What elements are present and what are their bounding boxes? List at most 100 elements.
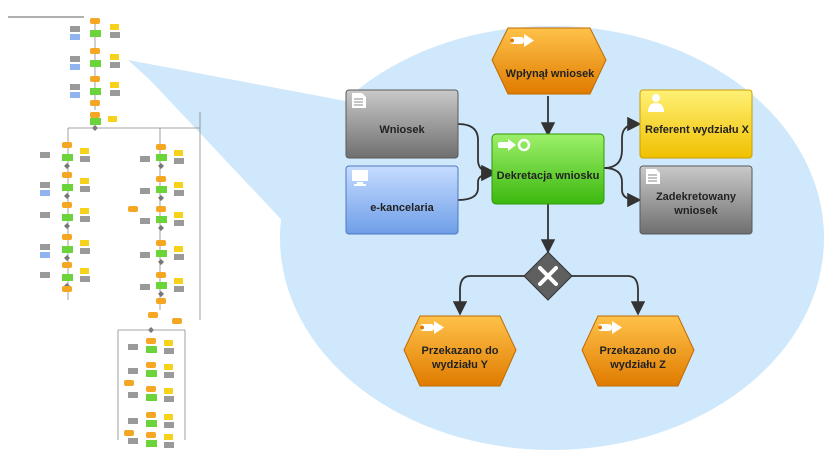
overview-document [174,286,184,292]
overview-document [128,392,138,398]
overview-event [156,206,166,212]
overview-function [90,88,101,95]
overview-event [146,386,156,392]
overview-event [128,206,138,212]
overview-function [146,394,157,401]
overview-function [90,118,101,125]
event-y-node[interactable] [403,315,517,387]
overview-function [146,440,157,447]
overview-role [164,414,173,420]
overview-event [62,202,72,208]
overview-gateway [64,193,70,199]
overview-system [40,252,50,258]
overview-document [80,276,90,282]
overview-document [40,182,50,188]
overview-document [70,56,80,62]
overview-role [174,150,183,156]
overview-gateway [158,225,164,231]
overview-function [62,214,73,221]
role-referent-node[interactable] [639,89,753,159]
overview-role [164,388,173,394]
overview-function [146,420,157,427]
overview-function [156,282,167,289]
event-z-node[interactable] [581,315,695,387]
overview-document [40,272,50,278]
overview-gateway [158,195,164,201]
overview-event [62,234,72,240]
overview-document [40,152,50,158]
overview-document [140,284,150,290]
overview-function [156,154,167,161]
overview-document [140,218,150,224]
overview-gateway [158,163,164,169]
connector-system-to-function [457,166,496,201]
overview-document [110,62,120,68]
overview-event [146,432,156,438]
connectors [452,96,646,316]
document-zadekretowany-node[interactable] [639,165,753,235]
overview-document [110,90,120,96]
overview-role [108,116,117,122]
overview-role [80,148,89,154]
connector-gateway-to-z [570,275,646,316]
overview-document [140,252,150,258]
connector-function-to-doc2 [603,167,642,208]
overview-function [62,184,73,191]
overview-event [156,272,166,278]
overview-event [90,18,100,24]
overview-document [80,248,90,254]
overview-role [174,246,183,252]
overview-document [128,438,138,444]
xor-cross-icon [538,266,558,286]
overview-gateway [158,259,164,265]
overview-function [90,60,101,67]
function-dekretacja-node[interactable] [491,133,605,205]
xor-gateway-node[interactable] [523,251,573,301]
event-start-node[interactable] [491,27,607,95]
overview-event [90,100,100,106]
overview-function [62,154,73,161]
overview-document [80,186,90,192]
overview-event [146,412,156,418]
overview-event [62,286,72,292]
overview-document [80,216,90,222]
overview-event [90,112,100,118]
overview-function [156,250,167,257]
overview-document [174,254,184,260]
system-ekancelaria-node[interactable] [345,165,459,235]
overview-document [128,368,138,374]
overview-function [62,246,73,253]
overview-system [40,190,50,196]
overview-event [156,144,166,150]
function-gear-arrow-icon [498,138,531,152]
overview-document [80,156,90,162]
overview-document [174,158,184,164]
overview-system [70,92,80,98]
overview-gateway [64,255,70,261]
overview-gateway [64,163,70,169]
overview-event [172,318,182,324]
overview-event [148,312,158,318]
overview-gateway [64,223,70,229]
overview-document [40,244,50,250]
document-wniosek-node[interactable] [345,89,459,159]
overview-role [174,182,183,188]
overview-event [156,298,166,304]
monitor-icon [352,170,368,186]
overview-document [164,348,174,354]
overview-role [80,240,89,246]
overview-role [80,178,89,184]
overview-document [128,344,138,350]
overview-event [156,240,166,246]
overview-event [124,380,134,386]
overview-event [62,142,72,148]
document-icon [646,169,660,184]
overview-role [174,212,183,218]
document-icon [352,93,366,108]
overview-role [164,340,173,346]
overview-function [146,370,157,377]
event-arrow-icon [420,321,444,334]
overview-document [140,156,150,162]
overview-document [140,188,150,194]
